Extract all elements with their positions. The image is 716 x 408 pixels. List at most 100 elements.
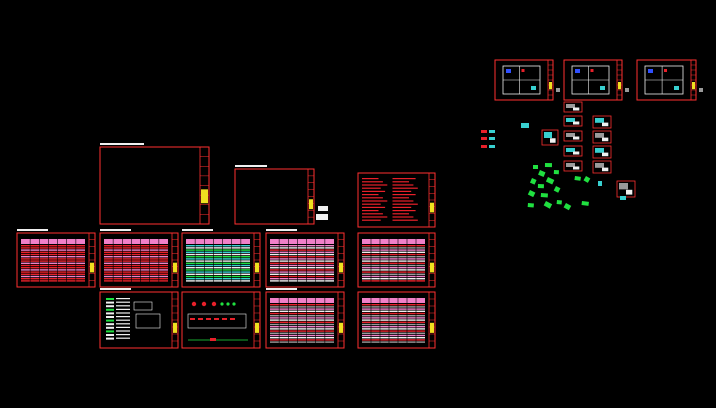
table-row (270, 341, 334, 343)
table-row (104, 271, 168, 273)
legend-symbol (106, 334, 114, 336)
thumbnail-content (566, 104, 575, 108)
note-line (362, 197, 383, 199)
drawing-sheet-cover-blank[interactable] (99, 143, 210, 225)
detail-thumbnail (563, 145, 583, 157)
thumbnail-content (595, 148, 604, 153)
plan-fixture (590, 69, 594, 72)
table-row (270, 267, 334, 269)
table-row (270, 256, 334, 258)
thumbnail-content (566, 118, 575, 122)
plan-marker (699, 88, 703, 92)
drawing-sheet-schedule-1[interactable] (16, 229, 96, 288)
legend-symbol (106, 330, 114, 333)
table-row (362, 308, 425, 310)
plant-symbol (545, 176, 555, 185)
table-row (270, 334, 334, 337)
symbol-block (521, 123, 529, 128)
legend-text (116, 301, 130, 303)
detail-cell (206, 318, 211, 320)
thumbnail-content (595, 163, 604, 168)
table-row (104, 269, 168, 271)
sheet-caption (266, 288, 297, 290)
detail-thumbnail (592, 115, 612, 129)
note-line (392, 203, 418, 205)
title-stamp (339, 262, 343, 273)
thumbnail-content (544, 132, 552, 138)
table-row (270, 269, 334, 271)
table-row (104, 262, 168, 264)
plant-symbol (544, 163, 552, 168)
drawing-sheet-schedule-5[interactable] (357, 232, 436, 288)
table-row (362, 323, 425, 326)
table-row (186, 264, 250, 267)
drawing-sheet-notes-blank[interactable] (234, 165, 315, 225)
sheet-caption (100, 288, 131, 290)
table-row (21, 273, 85, 275)
note-line (392, 206, 412, 208)
drawing-sheet-schedule-3[interactable] (181, 229, 261, 288)
thumbnail-content (595, 133, 604, 138)
sheet-frame (234, 168, 315, 225)
detail-thumbnail (541, 129, 559, 146)
table-row (21, 253, 85, 256)
plant-symbol (553, 185, 561, 193)
note-line (392, 187, 418, 189)
table-row (104, 249, 168, 251)
table-row (270, 310, 334, 312)
table-row (362, 312, 425, 315)
legend-box (135, 313, 161, 329)
drawing-sheet-design-notes[interactable] (357, 172, 436, 228)
detail-symbol (201, 301, 207, 307)
plant-symbol (574, 176, 581, 181)
drawing-sheet-schedule-2[interactable] (99, 229, 179, 288)
thumbnail-content (573, 136, 580, 140)
table-row (270, 253, 334, 256)
table-row (104, 258, 168, 260)
table-row (21, 264, 85, 267)
sheet-frame (357, 172, 436, 228)
drawing-sheet-schedule-4[interactable] (265, 229, 345, 288)
symbol-block (620, 196, 626, 200)
table-row (270, 339, 334, 341)
thumbnail-content (573, 166, 580, 170)
table-row (104, 260, 168, 262)
table-row (186, 278, 250, 280)
thumbnail-content (595, 118, 604, 123)
note-line (362, 194, 379, 196)
legend-symbol (106, 305, 114, 308)
thumbnail-content (626, 189, 633, 195)
note-line (362, 190, 386, 192)
drawing-sheet-schedule-7[interactable] (357, 291, 436, 349)
table-row (270, 258, 334, 260)
table-row (186, 275, 250, 278)
plant-symbol (538, 170, 546, 177)
thumbnail-content (619, 183, 628, 190)
note-line (392, 197, 409, 199)
detail-thumbnail (592, 160, 612, 174)
title-stamp (309, 199, 313, 210)
table-row (104, 245, 168, 247)
drawing-sheet-floor-plan-2[interactable] (563, 59, 629, 101)
drawing-sheet-floor-plan-3[interactable] (636, 59, 703, 101)
table-row (186, 256, 250, 258)
drawing-sheet-detail-sheet[interactable] (181, 291, 261, 349)
table-row (186, 280, 250, 282)
plan-fixture (575, 69, 580, 73)
plant-symbol (527, 203, 534, 208)
legend-symbol (106, 308, 114, 311)
legend-text (116, 319, 130, 321)
plan-fixture (600, 86, 605, 90)
table-row (186, 251, 250, 253)
detail-symbol (226, 302, 230, 306)
table-row (21, 249, 85, 251)
title-stamp (430, 202, 434, 213)
detail-cell (230, 318, 235, 320)
drawing-sheet-floor-plan-1[interactable] (494, 59, 560, 101)
drawing-sheet-schedule-6[interactable] (265, 288, 345, 349)
thumbnail-frame (592, 115, 612, 129)
legend-text (116, 308, 130, 310)
drawing-sheet-legend-sheet[interactable] (99, 288, 179, 349)
